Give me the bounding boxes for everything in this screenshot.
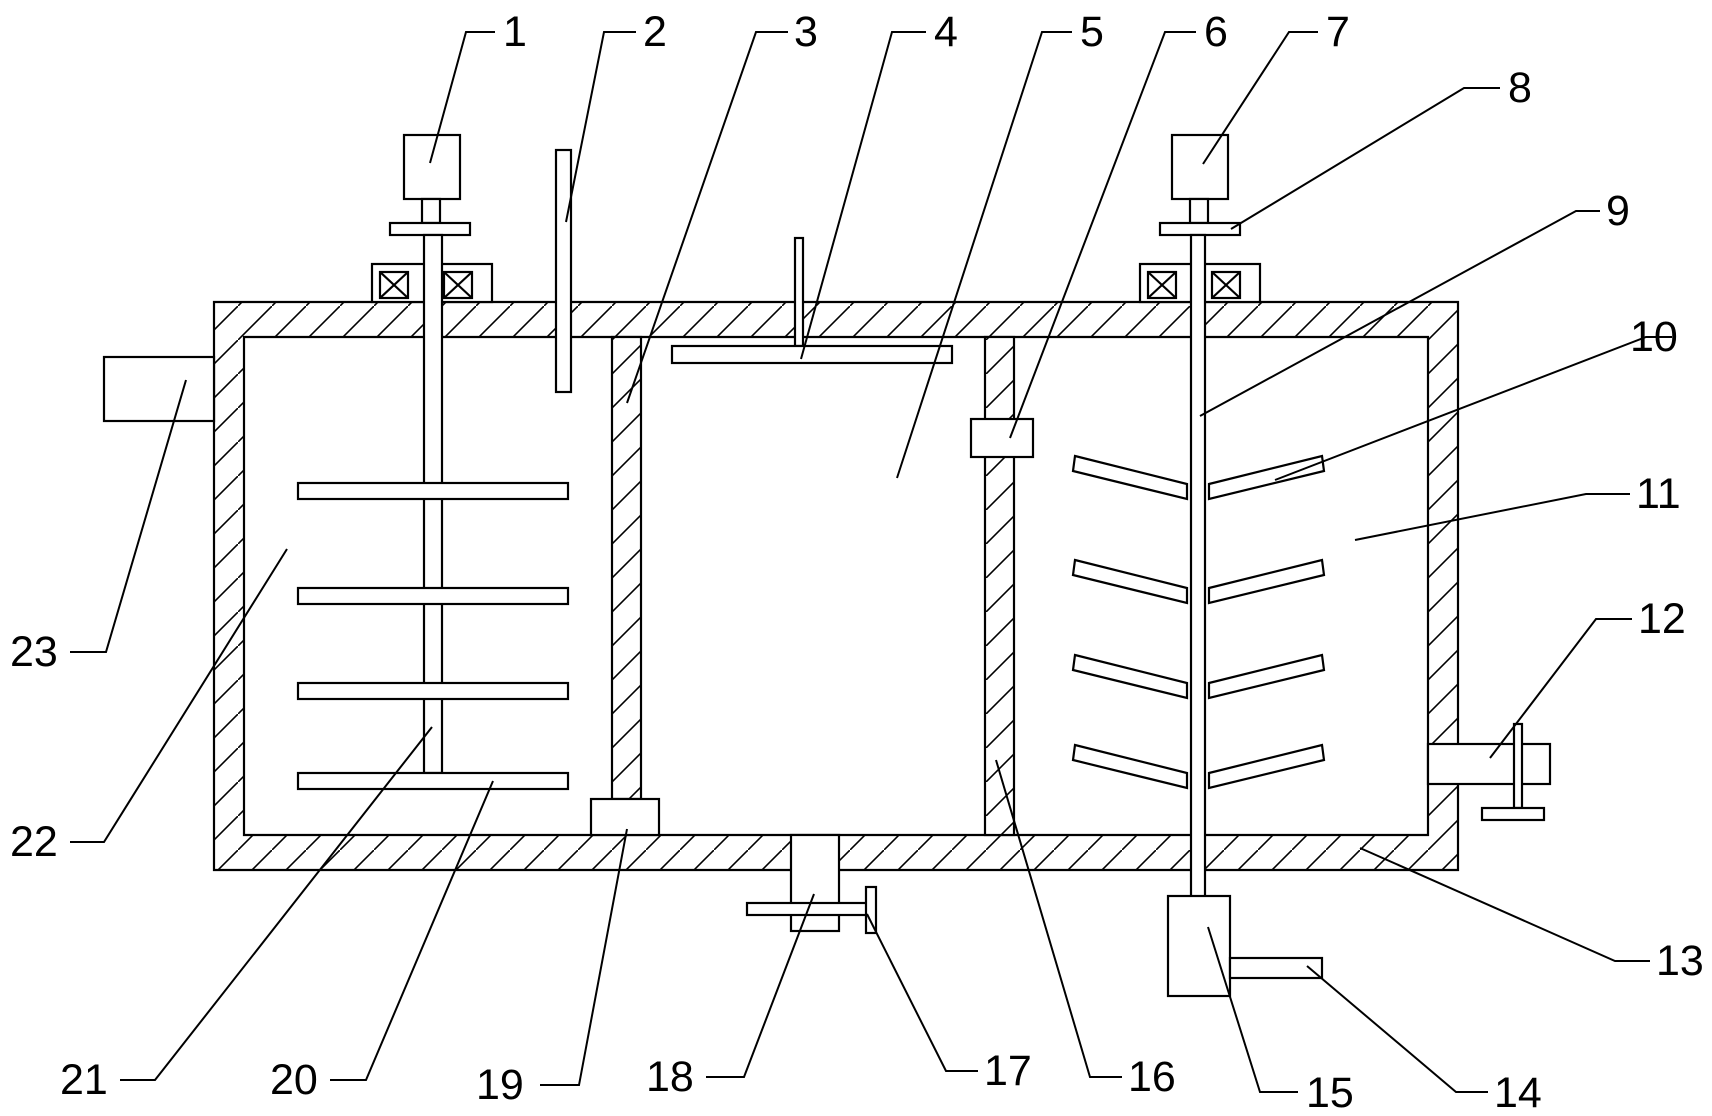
right-angled-blades xyxy=(1071,454,1326,790)
right-coupling-flange xyxy=(1158,221,1242,237)
right-motor xyxy=(1170,133,1230,201)
drain-valve-handle xyxy=(864,885,878,935)
label-7: 7 xyxy=(1326,8,1350,56)
top-plate xyxy=(670,344,954,365)
part-labels: 1 2 3 4 5 6 7 8 9 10 11 12 13 14 15 16 1… xyxy=(10,8,1704,1116)
label-12: 12 xyxy=(1638,595,1686,643)
right-outlet-pipe xyxy=(1426,742,1552,786)
top-plate-stem xyxy=(793,236,805,348)
outlet-valve-handle xyxy=(1480,806,1546,822)
partition-valve-block xyxy=(969,417,1035,459)
left-inlet-pipe xyxy=(102,355,216,423)
left-paddle-2 xyxy=(296,586,570,606)
label-19: 19 xyxy=(476,1061,524,1109)
label-20: 20 xyxy=(270,1056,318,1104)
label-18: 18 xyxy=(646,1053,694,1101)
label-22: 22 xyxy=(10,818,58,866)
right-bearing-left-cross xyxy=(1147,271,1177,299)
label-9: 9 xyxy=(1606,187,1630,235)
outlet-valve-stem xyxy=(1512,722,1524,810)
label-23: 23 xyxy=(10,628,58,676)
left-motor-coupling xyxy=(420,197,442,225)
label-13: 13 xyxy=(1656,937,1704,985)
label-21: 21 xyxy=(60,1056,108,1104)
left-paddle-1 xyxy=(296,481,570,501)
label-15: 15 xyxy=(1306,1069,1354,1116)
left-paddle-3 xyxy=(296,681,570,701)
bottom-drive-bar xyxy=(1228,956,1324,980)
label-6: 6 xyxy=(1204,8,1228,56)
tank-wall xyxy=(212,300,1460,872)
label-17: 17 xyxy=(984,1047,1032,1095)
label-1: 1 xyxy=(503,8,527,56)
left-bearing-right-cross xyxy=(443,271,473,299)
left-paddle-4 xyxy=(296,771,570,791)
label-4: 4 xyxy=(934,8,958,56)
label-16: 16 xyxy=(1128,1053,1176,1101)
leader-lines xyxy=(70,31,1672,1093)
left-motor xyxy=(402,133,462,201)
right-stirring-shaft xyxy=(1189,233,1207,901)
bottom-gearbox xyxy=(1166,894,1232,998)
label-14: 14 xyxy=(1494,1069,1542,1116)
right-bearing-right-cross xyxy=(1211,271,1241,299)
feed-plate xyxy=(554,148,573,394)
left-bearing-left-cross xyxy=(379,271,409,299)
label-10: 10 xyxy=(1630,313,1678,361)
right-partition-wall xyxy=(983,335,1016,837)
label-11: 11 xyxy=(1636,470,1681,518)
right-motor-coupling xyxy=(1188,197,1210,225)
label-8: 8 xyxy=(1508,64,1532,112)
bottom-drain-pipe xyxy=(789,833,841,933)
label-3: 3 xyxy=(794,8,818,56)
bottom-valve-block xyxy=(589,797,661,837)
left-coupling-flange xyxy=(388,221,472,237)
label-5: 5 xyxy=(1080,8,1104,56)
left-partition-wall xyxy=(610,335,643,801)
label-2: 2 xyxy=(643,8,667,56)
